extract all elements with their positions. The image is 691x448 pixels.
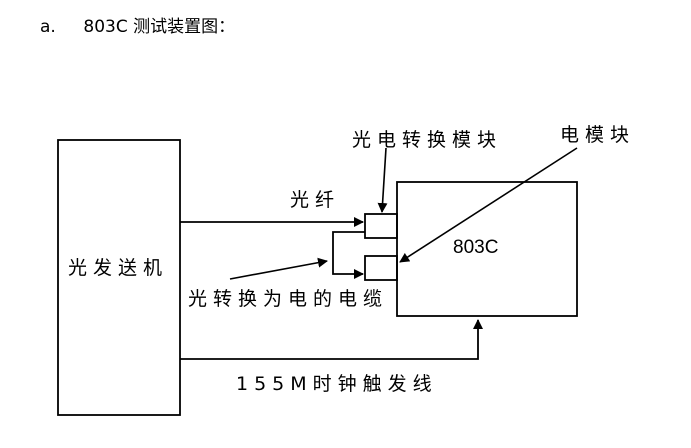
- trigger-label: 155M时钟触发线: [236, 373, 438, 395]
- transmitter-label: 光发送机: [68, 257, 168, 279]
- caption-marker: a.: [40, 17, 56, 37]
- transmitter-box: [57, 139, 181, 416]
- fiber-label: 光纤: [290, 189, 340, 211]
- oe-module-pointer: [377, 147, 388, 213]
- loop-cable: [332, 231, 365, 279]
- cable-pointer: [229, 257, 328, 280]
- e-module-box: [364, 255, 398, 281]
- cable-label: 光转换为电的电缆: [188, 288, 388, 310]
- oe-module-label: 光电转换模块: [352, 129, 502, 151]
- e-module-pointer: [399, 147, 578, 263]
- figure-caption: a. 803C 测试装置图：: [40, 12, 235, 37]
- trigger-line: [180, 319, 483, 360]
- caption-text: 803C 测试装置图：: [83, 17, 236, 37]
- oe-module-box: [364, 213, 398, 239]
- device-box: [396, 181, 578, 317]
- e-module-label: 电模块: [560, 124, 635, 146]
- device-label: 803C: [453, 237, 498, 258]
